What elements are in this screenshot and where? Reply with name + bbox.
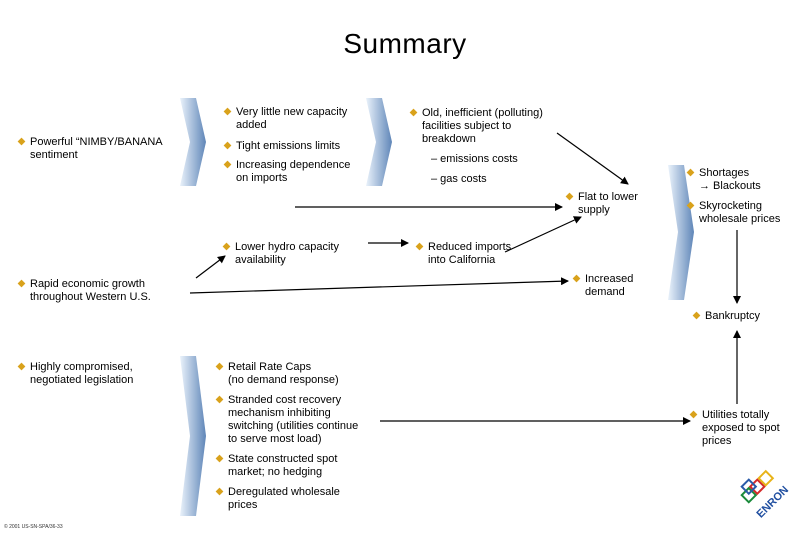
arrow-to-hydro: [195, 255, 226, 279]
diamond-bullet-icon: [415, 242, 424, 251]
chevron-3: [668, 165, 694, 300]
enron-logo-icon: ENRON: [740, 469, 792, 521]
diamond-bullet-icon: [17, 279, 26, 288]
chevron-1: [180, 98, 206, 186]
supply-factor-emissions: Tight emissions limits: [223, 140, 340, 153]
page-title: Summary: [343, 28, 467, 59]
arrow-old-to-flat: [556, 132, 629, 185]
cause-legislation: Highly compromised, negotiated legislati…: [17, 361, 133, 387]
logo-text: ENRON: [755, 484, 792, 521]
policy-rate-caps: Retail Rate Caps (no demand response): [215, 361, 339, 387]
diamond-bullet-icon: [692, 311, 701, 320]
policy-spot-market: State constructed spot market; no hedgin…: [215, 453, 337, 479]
diamond-bullet-icon: [223, 160, 232, 169]
supply-factor-imports: Increasing dependence on imports: [223, 159, 350, 185]
supply-factor-capacity: Very little new capacity added: [223, 106, 347, 132]
footer-copyright: © 2001 US-SN-SPA/36-33: [4, 524, 63, 530]
diamond-bullet-icon: [17, 362, 26, 371]
sub-gas-costs: – gas costs: [431, 173, 487, 185]
diamond-bullet-icon: [215, 454, 224, 463]
diamond-bullet-icon: [223, 141, 232, 150]
diamond-bullet-icon: [565, 192, 574, 201]
diamond-bullet-icon: [409, 108, 418, 117]
old-facilities: Old, inefficient (polluting) facilities …: [409, 107, 543, 146]
diamond-bullet-icon: [222, 242, 231, 251]
cause-nimby: Powerful “NIMBY/BANANA sentiment: [17, 136, 163, 162]
utilities-exposed: Utilities totally exposed to spot prices: [689, 409, 780, 448]
diamond-bullet-icon: [572, 274, 581, 283]
outcome-prices: Skyrocketing wholesale prices: [686, 200, 780, 226]
hydro-capacity: Lower hydro capacity availability: [222, 241, 339, 267]
bankruptcy: Bankruptcy: [692, 310, 760, 323]
cause-growth: Rapid economic growth throughout Western…: [17, 278, 151, 304]
diamond-bullet-icon: [215, 362, 224, 371]
arrow-growth-to-demand: [189, 277, 569, 294]
diamond-bullet-icon: [223, 107, 232, 116]
outcome-shortages: Shortages → Blackouts: [686, 167, 761, 193]
arrow-imports-to-flat: [504, 216, 582, 253]
sub-emissions-costs: – emissions costs: [431, 153, 518, 165]
policy-deregulated-prices: Deregulated wholesale prices: [215, 486, 340, 512]
increased-demand: Increased demand: [572, 273, 633, 299]
diamond-bullet-icon: [215, 395, 224, 404]
diamond-bullet-icon: [215, 487, 224, 496]
diamond-bullet-icon: [686, 201, 695, 210]
diamond-bullet-icon: [17, 137, 26, 146]
policy-stranded-cost: Stranded cost recovery mechanism inhibit…: [215, 394, 358, 446]
chevron-2: [366, 98, 392, 186]
flat-supply: Flat to lower supply: [565, 191, 638, 217]
diamond-bullet-icon: [689, 410, 698, 419]
diamond-bullet-icon: [686, 168, 695, 177]
chevron-4: [180, 356, 206, 516]
reduced-imports: Reduced imports into California: [415, 241, 511, 267]
